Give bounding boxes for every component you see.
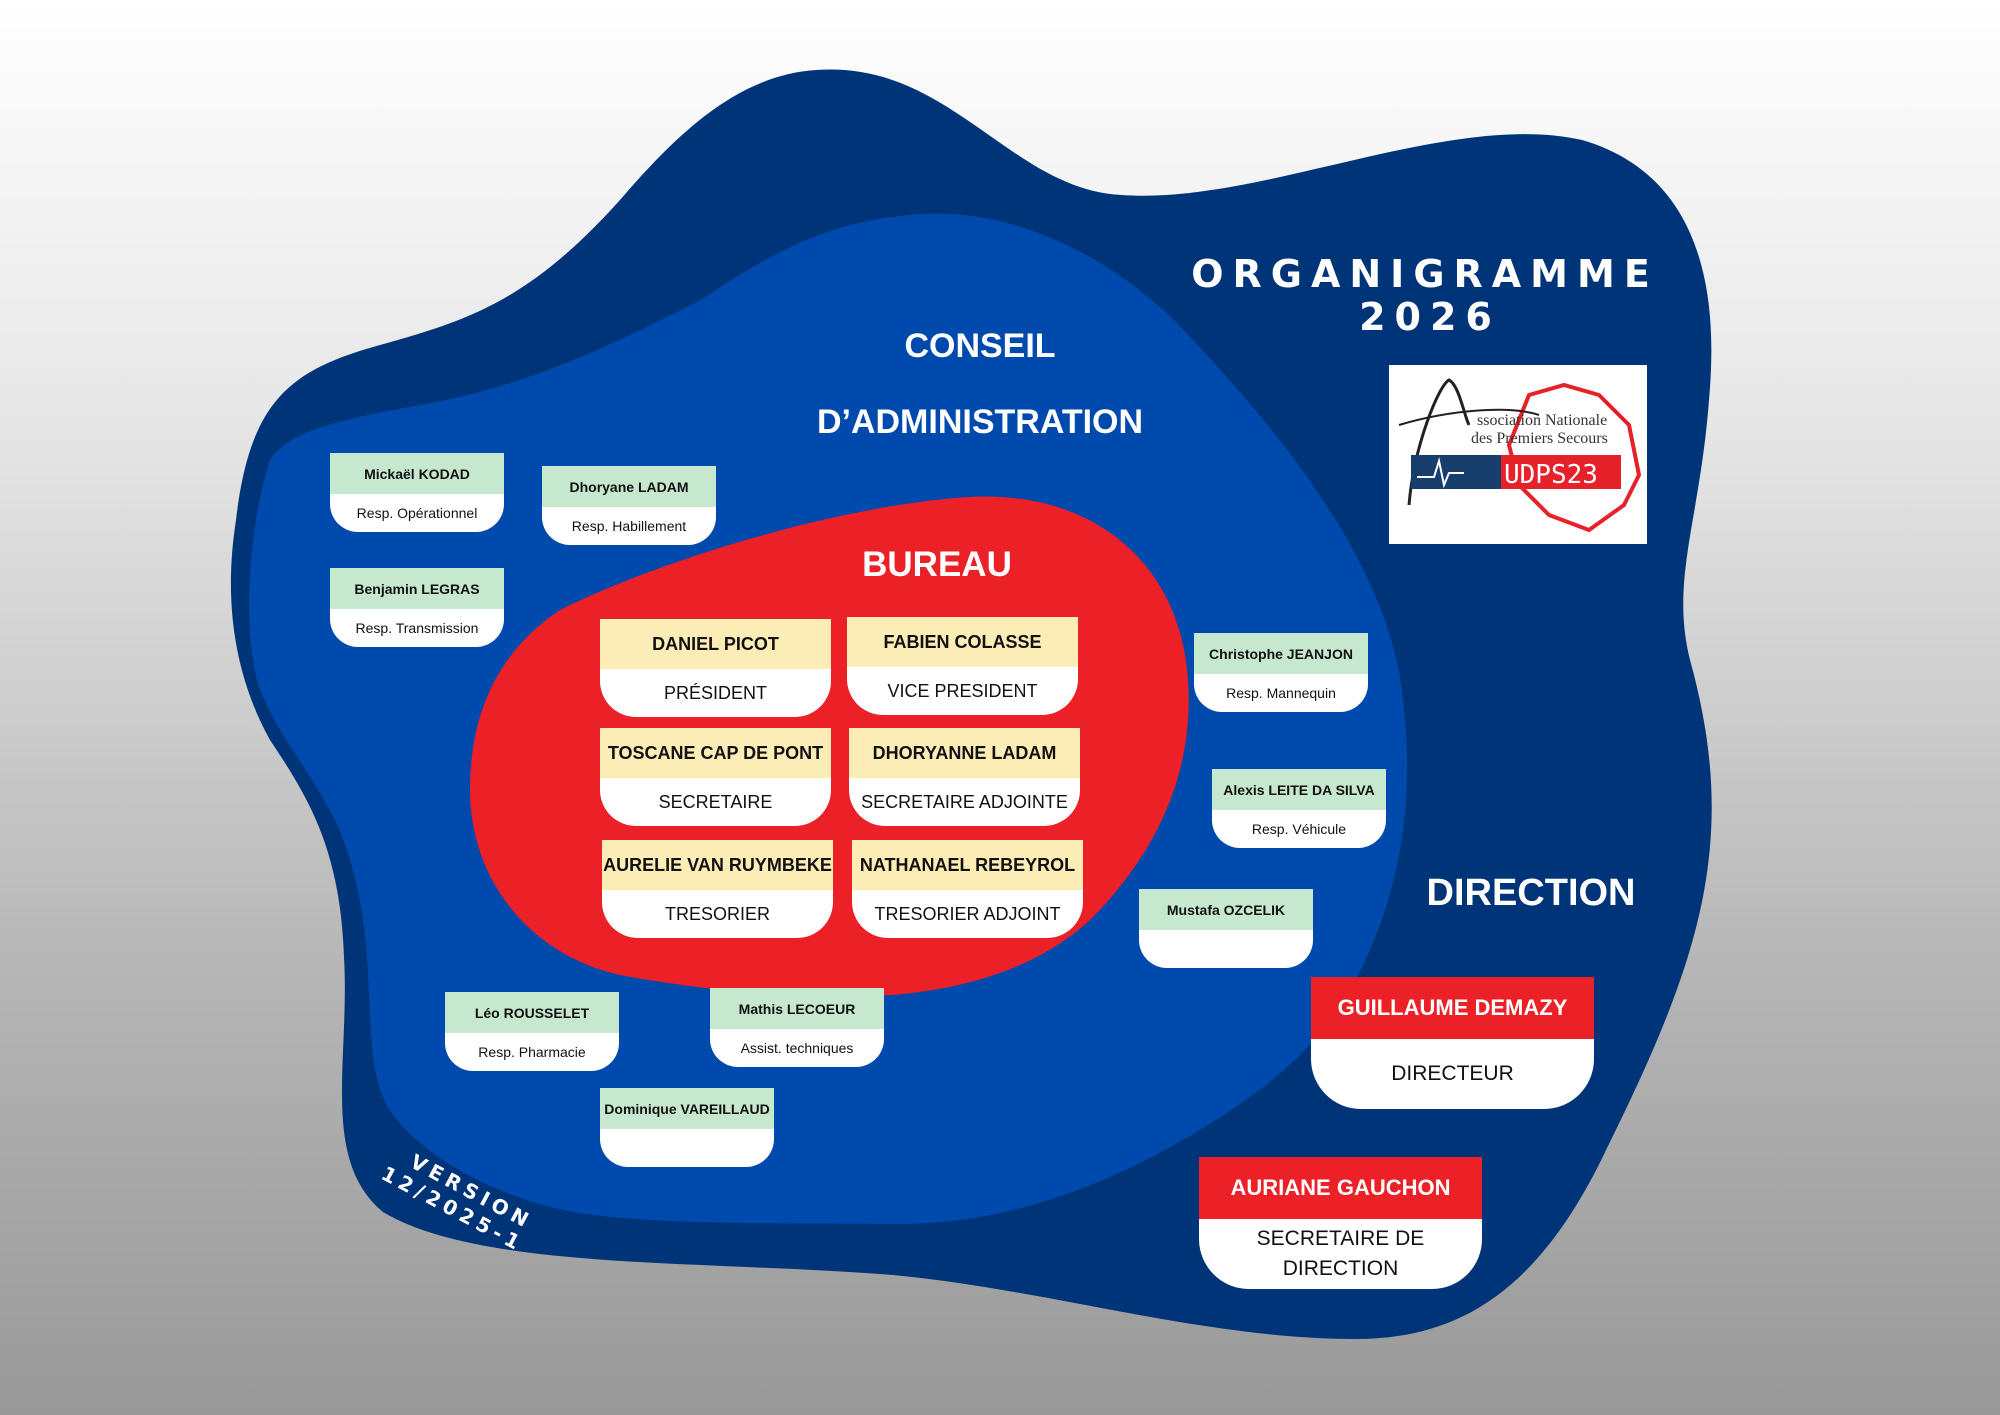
bureau-title: BUREAU: [862, 545, 1012, 584]
member-name: TOSCANE CAP DE PONT: [600, 728, 831, 778]
conseil-card: Mustafa OZCELIK: [1139, 889, 1313, 968]
direction-title: DIRECTION: [1426, 872, 1636, 914]
member-name: Mathis LECOEUR: [710, 988, 884, 1029]
member-name: FABIEN COLASSE: [847, 617, 1078, 667]
member-role: [600, 1129, 774, 1167]
member-name: Benjamin LEGRAS: [330, 568, 504, 609]
member-role: Resp. Opérationnel: [356, 505, 478, 521]
member-name: DANIEL PICOT: [600, 619, 831, 669]
chart-year: 2026: [1359, 295, 1501, 339]
member-role: DIRECTEUR: [1391, 1062, 1514, 1085]
member-name: Dominique VAREILLAUD: [600, 1088, 774, 1129]
member-role: TRESORIER: [664, 903, 770, 924]
conseil-card: Mathis LECOEUR Assist. techniques: [710, 988, 884, 1067]
member-role: Assist. techniques: [740, 1040, 854, 1056]
member-role: SECRETAIRE: [658, 791, 773, 812]
bureau-card: DHORYANNE LADAM SECRETAIRE ADJOINTE: [849, 728, 1080, 826]
bureau-card: NATHANAEL REBEYROL TRESORIER ADJOINT: [852, 840, 1083, 938]
svg-text:des Premiers Secours: des Premiers Secours: [1471, 430, 1608, 447]
bureau-card: DANIEL PICOT PRÉSIDENT: [600, 619, 831, 717]
member-name: Dhoryane LADAM: [542, 466, 716, 507]
member-name: GUILLAUME DEMAZY: [1311, 977, 1594, 1039]
chart-title: ORGANIGRAMME: [1191, 252, 1659, 296]
member-role: TRESORIER ADJOINT: [874, 903, 1061, 924]
bureau-card: FABIEN COLASSE VICE PRESIDENT: [847, 617, 1078, 715]
conseil-title-2: D’ADMINISTRATION: [816, 403, 1144, 441]
conseil-card: Benjamin LEGRAS Resp. Transmission: [330, 568, 504, 647]
member-name: Mustafa OZCELIK: [1139, 889, 1313, 930]
member-name: DHORYANNE LADAM: [849, 728, 1080, 778]
member-name: Alexis LEITE DA SILVA: [1212, 769, 1386, 810]
conseil-card: Alexis LEITE DA SILVA Resp. Véhicule: [1212, 769, 1386, 848]
member-role: [1139, 930, 1313, 968]
svg-text:ssociation Nationale: ssociation Nationale: [1477, 412, 1607, 429]
member-role: Resp. Pharmacie: [478, 1044, 586, 1060]
member-role: VICE PRESIDENT: [887, 680, 1038, 701]
member-name: NATHANAEL REBEYROL: [852, 840, 1083, 890]
svg-text:UDPS23: UDPS23: [1504, 460, 1598, 490]
member-name: AURELIE VAN RUYMBEKE: [602, 840, 833, 890]
member-role: Resp. Véhicule: [1251, 821, 1347, 837]
member-name: Christophe JEANJON: [1194, 633, 1368, 674]
member-name: Léo ROUSSELET: [445, 992, 619, 1033]
udps23-logo: ssociation Nationale des Premiers Secour…: [1389, 365, 1647, 544]
bureau-card: TOSCANE CAP DE PONT SECRETAIRE: [600, 728, 831, 826]
conseil-card: Christophe JEANJON Resp. Mannequin: [1194, 633, 1368, 712]
direction-card: GUILLAUME DEMAZY DIRECTEUR: [1311, 977, 1594, 1109]
member-name: AURIANE GAUCHON: [1199, 1157, 1482, 1219]
conseil-card: Dominique VAREILLAUD: [600, 1088, 774, 1167]
member-role: PRÉSIDENT: [663, 682, 768, 703]
member-role: SECRETAIRE ADJOINTE: [861, 791, 1068, 812]
member-name: Mickaël KODAD: [330, 453, 504, 494]
member-role: Resp. Transmission: [355, 620, 479, 636]
conseil-card: Léo ROUSSELET Resp. Pharmacie: [445, 992, 619, 1071]
conseil-title: CONSEIL: [904, 327, 1056, 365]
conseil-card: Dhoryane LADAM Resp. Habillement: [542, 466, 716, 545]
conseil-card: Mickaël KODAD Resp. Opérationnel: [330, 453, 504, 532]
bureau-card: AURELIE VAN RUYMBEKE TRESORIER: [602, 840, 833, 938]
member-role: Resp. Mannequin: [1226, 685, 1336, 701]
member-role: Resp. Habillement: [571, 518, 687, 534]
